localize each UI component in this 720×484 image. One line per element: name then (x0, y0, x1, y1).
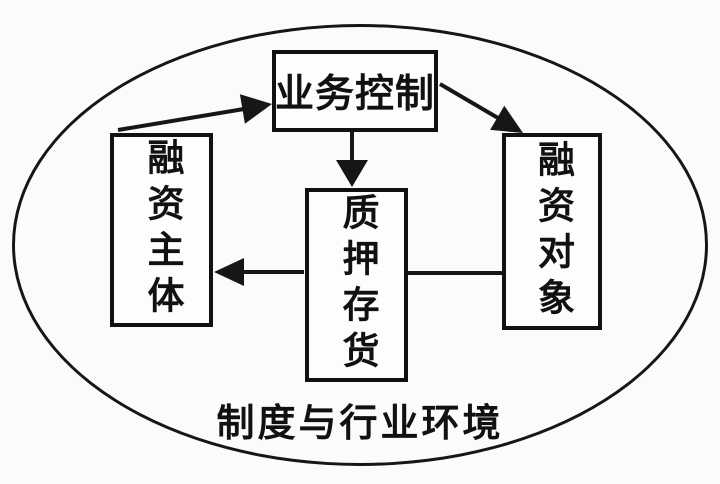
node-pledged-inventory: 质押存货 (305, 188, 408, 382)
node-business-control-label: 业务控制 (275, 73, 436, 116)
node-financing-subject: 融资主体 (110, 133, 213, 327)
arrowhead-downright-icon (490, 105, 523, 133)
node-business-control: 业务控制 (272, 50, 438, 132)
arrowhead-down-icon (336, 160, 368, 187)
node-pledged-inventory-label: 质押存货 (336, 193, 377, 377)
edge-control-to-object (438, 82, 523, 133)
arrowhead-left-icon (214, 258, 244, 286)
edge-inventory-to-subject (214, 258, 304, 286)
edge-control-to-inventory (336, 131, 368, 187)
node-financing-object: 融资对象 (502, 133, 602, 330)
node-financing-object-label: 融资对象 (531, 139, 573, 324)
environment-label: 制度与行业环境 (216, 403, 504, 445)
node-financing-subject-label: 融资主体 (141, 138, 182, 322)
environment-ellipse (12, 24, 708, 466)
arrowhead-right-icon (239, 94, 272, 124)
edge-subject-to-control (117, 94, 272, 132)
